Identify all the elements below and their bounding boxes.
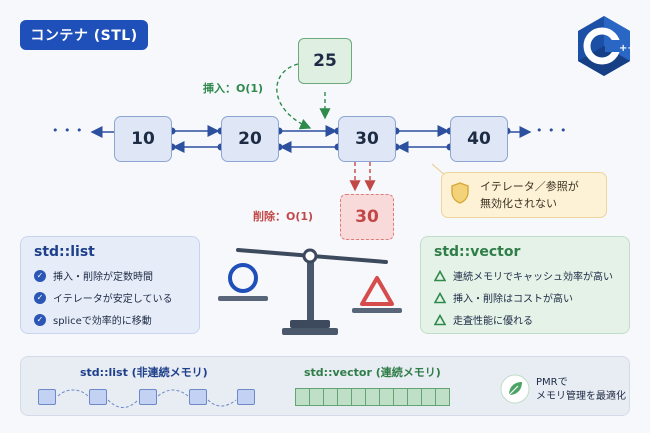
list-item-label: 挿入・削除が定数時間 [53, 272, 153, 283]
check-icon: ✓ [34, 291, 46, 304]
list-item-label: イテレータが安定している [53, 294, 173, 305]
list-item-label: 挿入・削除はコストが高い [453, 294, 573, 305]
list-memory-label: std::list (非連続メモリ) [80, 366, 208, 379]
list-panel [20, 236, 200, 334]
balance-scale-icon [210, 232, 410, 344]
list-ellipsis-left: • • • [52, 124, 84, 137]
insert-node: 25 [298, 38, 352, 84]
warning-text: イテレータ／参照が 無効化されない [480, 178, 579, 212]
pmr-line1: PMRで [536, 377, 568, 388]
pmr-line2: メモリ管理を最適化 [536, 391, 626, 402]
list-memory-block [139, 389, 157, 405]
list-memory-block [38, 389, 56, 405]
list-node: 10 [114, 116, 172, 162]
list-item: ✓ イテレータが安定している [34, 290, 173, 305]
vector-panel-title: std::vector [434, 244, 521, 260]
list-node: 30 [338, 116, 396, 162]
vector-panel [420, 236, 630, 334]
deleted-node: 30 [340, 194, 394, 240]
list-item: ✓ spliceで効率的に移動 [34, 312, 152, 327]
vector-memory-label: std::vector (連続メモリ) [304, 366, 441, 379]
list-ellipsis-right: • • • [536, 124, 568, 137]
insert-label: 挿入：O(1) [203, 82, 264, 95]
list-item: ✓ 挿入・削除が定数時間 [34, 268, 153, 283]
warning-line2: 無効化されない [480, 197, 557, 210]
check-icon: ✓ [34, 269, 46, 282]
triangle-icon [434, 291, 446, 303]
cpp-logo-icon: ++ [575, 14, 636, 78]
delete-label: 削除：O(1) [253, 210, 314, 223]
list-item: 挿入・削除はコストが高い [434, 290, 573, 305]
triangle-icon [434, 269, 446, 281]
list-item-label: 連続メモリでキャッシュ効率が高い [453, 272, 613, 283]
page-title: コンテナ (STL) [20, 20, 148, 50]
list-memory-block [189, 389, 207, 405]
vector-memory-block [295, 388, 450, 406]
svg-text:++: ++ [619, 43, 633, 54]
check-icon: ✓ [34, 313, 46, 326]
list-memory-block [89, 389, 107, 405]
warning-callout [441, 172, 607, 218]
list-panel-title: std::list [34, 244, 95, 260]
pmr-text: PMRで メモリ管理を最適化 [536, 376, 626, 404]
warning-line1: イテレータ／参照が [480, 180, 579, 193]
leaf-icon [500, 374, 530, 408]
list-node: 20 [221, 116, 279, 162]
list-node: 40 [450, 116, 508, 162]
triangle-icon [434, 313, 446, 325]
shield-icon [450, 182, 470, 208]
list-item: 連続メモリでキャッシュ効率が高い [434, 268, 613, 283]
list-memory-block [237, 389, 255, 405]
list-item-label: 走査性能に優れる [453, 316, 533, 327]
list-item-label: spliceで効率的に移動 [53, 316, 152, 327]
list-item: 走査性能に優れる [434, 312, 533, 327]
